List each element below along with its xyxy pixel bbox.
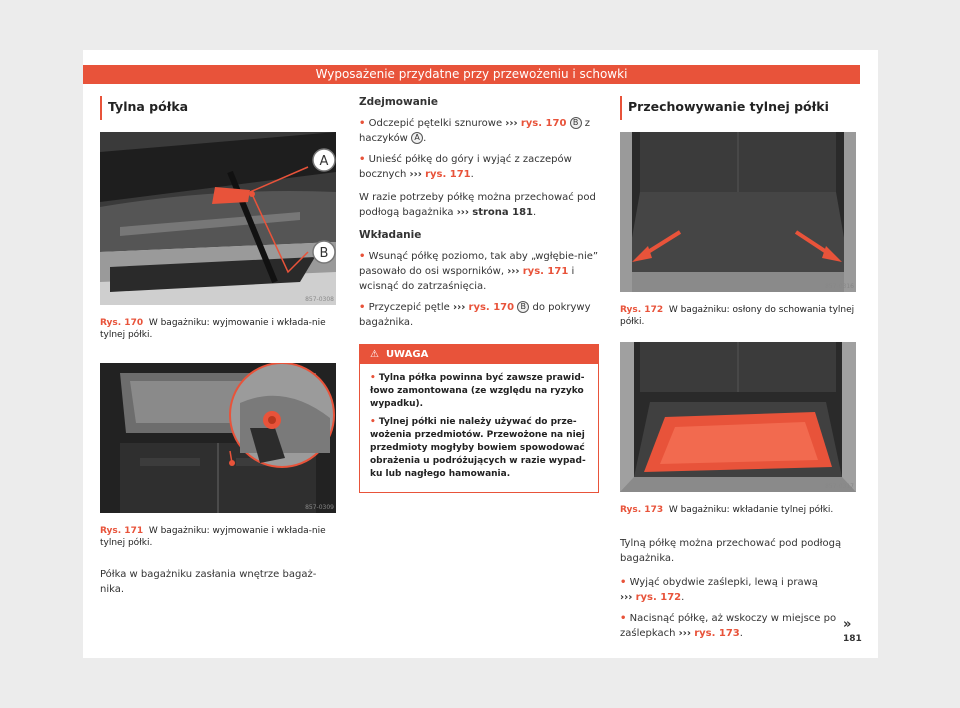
warning-item: • Tylna półka powinna być zawsze prawid-…: [370, 373, 585, 409]
page-number: 181: [843, 634, 862, 644]
continued-marker: »: [843, 617, 852, 632]
warning-box: ⚠ UWAGA • Tylna półka powinna być zawsze…: [359, 344, 599, 493]
insert-step-2: • Przyczepić pętle ››› rys. 170 B do pok…: [359, 301, 591, 328]
caption-text: W bagażniku: osłony do schowania tylnej …: [620, 305, 855, 327]
figure-code: 857-0317: [825, 483, 854, 490]
right-column: Przechowywanie tylnej półki 857-0316 Rys…: [620, 96, 860, 647]
figure-171-image: [100, 363, 336, 513]
label-a-marker: A: [411, 132, 424, 144]
figure-170-caption: Rys. 170 W bagażniku: wyjmowanie i wkład…: [100, 317, 336, 341]
storage-note: W razie potrzeby półkę można przechować …: [359, 192, 596, 218]
warning-text: Tylna półka powinna być zawsze prawid-ło…: [370, 373, 585, 409]
storage-step-1: • Wyjąć obydwie zaślepki, lewą i prawą››…: [620, 577, 818, 603]
caption-text: W bagażniku: wkładanie tylnej półki.: [668, 505, 834, 515]
figure-173-image: [620, 342, 856, 492]
removal-step-1: • Odczepić pętelki sznurowe ››› rys. 170…: [359, 117, 591, 144]
label-b-marker: B: [517, 301, 530, 313]
figure-170: A B 857-0308: [100, 132, 336, 305]
caption-text: W bagażniku: wyjmowanie i wkłada-nie tyl…: [100, 318, 326, 340]
ref-link[interactable]: rys. 171: [425, 169, 471, 180]
note-text: W razie potrzeby półkę można przechować …: [359, 192, 596, 218]
ref-arrows: ›››: [678, 628, 692, 639]
section-title-rear-shelf: Tylna półka: [100, 96, 336, 120]
figure-ref: Rys. 170: [100, 318, 144, 328]
warning-header: ⚠ UWAGA: [360, 345, 598, 364]
warning-text: Tylnej półki nie należy używać do prze-w…: [370, 417, 586, 479]
storage-description: Tylną półkę można przechować pod podłogą…: [620, 538, 842, 564]
step-text: z haczyków: [359, 118, 591, 144]
step-text: Wyjąć obydwie zaślepki, lewą i prawą: [629, 577, 818, 588]
figure-172-image: [620, 132, 856, 292]
chapter-header: Wyposażenie przydatne przy przewożeniu i…: [83, 65, 860, 84]
ref-arrows: ›››: [409, 169, 422, 180]
step-text: Przyczepić pętle: [368, 302, 450, 313]
ref-link[interactable]: rys. 172: [635, 592, 682, 603]
ref-arrows: ›››: [452, 302, 466, 313]
ref-link[interactable]: rys. 173: [694, 628, 740, 639]
figure-172: 857-0316: [620, 132, 856, 292]
step-text: i wcisnąć do zatrzaśnięcia.: [359, 266, 575, 292]
figure-173: 857-0317: [620, 342, 856, 492]
ref-arrows: ›››: [505, 118, 518, 129]
figure-code: 857-0308: [305, 296, 334, 303]
figure-171: 857-0309: [100, 363, 336, 513]
step-text: Wsunąć półkę poziomo, tak aby „wgłębie-n…: [359, 251, 599, 277]
step-text: Unieść półkę do góry i wyjąć z zaczepów …: [359, 154, 572, 180]
warning-body: • Tylna półka powinna być zawsze prawid-…: [360, 364, 598, 492]
ref-link[interactable]: rys. 170: [520, 118, 567, 129]
middle-column: Zdejmowanie • Odczepić pętelki sznurowe …: [359, 96, 599, 493]
shelf-description: Półka w bagażniku zasłania wnętrze bagaż…: [100, 569, 317, 595]
label-b-marker: B: [569, 117, 582, 129]
caption-text: W bagażniku: wyjmowanie i wkłada-nie tyl…: [100, 526, 326, 548]
ref-link[interactable]: rys. 170: [468, 302, 515, 313]
figure-172-caption: Rys. 172 W bagażniku: osłony do schowani…: [620, 304, 860, 328]
ref-arrows: ›››: [620, 592, 633, 603]
warning-item: • Tylnej półki nie należy używać do prze…: [370, 417, 586, 479]
section-title-storage: Przechowywanie tylnej półki: [620, 96, 860, 120]
step-text: do pokrywy bagażnika.: [359, 302, 591, 328]
figure-code: 857-0309: [305, 504, 334, 511]
figure-173-caption: Rys. 173 W bagażniku: wkładanie tylnej p…: [620, 504, 860, 516]
ref-link[interactable]: rys. 171: [522, 266, 569, 277]
figure-code: 857-0316: [825, 283, 854, 290]
insert-heading: Wkładanie: [359, 229, 422, 241]
removal-step-2: • Unieść półkę do góry i wyjąć z zaczepó…: [359, 154, 572, 180]
storage-step-2: • Nacisnąć półkę, aż wskoczy w miejsce p…: [620, 613, 837, 639]
figure-171-caption: Rys. 171 W bagażniku: wyjmowanie i wkład…: [100, 525, 336, 549]
insert-step-1: • Wsunąć półkę poziomo, tak aby „wgłębie…: [359, 251, 599, 292]
figure-ref: Rys. 173: [620, 505, 664, 515]
left-column: Tylna półka A B 857-0308 Rys. 170 W baga…: [100, 96, 336, 606]
step-text: Nacisnąć półkę, aż wskoczy w miejsce po …: [620, 613, 837, 639]
step-text: Odczepić pętelki sznurowe: [368, 118, 503, 129]
ref-arrows: ›››: [507, 266, 520, 277]
fig170-label-b: B: [320, 246, 329, 261]
figure-ref: Rys. 172: [620, 305, 664, 315]
warning-title: UWAGA: [385, 349, 429, 360]
page-ref-link[interactable]: strona 181: [472, 207, 534, 218]
figure-170-image: A B: [100, 132, 336, 305]
figure-ref: Rys. 171: [100, 526, 144, 536]
ref-arrows: ›››: [456, 207, 470, 218]
warning-icon: ⚠: [370, 349, 379, 360]
removal-heading: Zdejmowanie: [359, 96, 438, 108]
fig170-label-a: A: [320, 154, 329, 169]
